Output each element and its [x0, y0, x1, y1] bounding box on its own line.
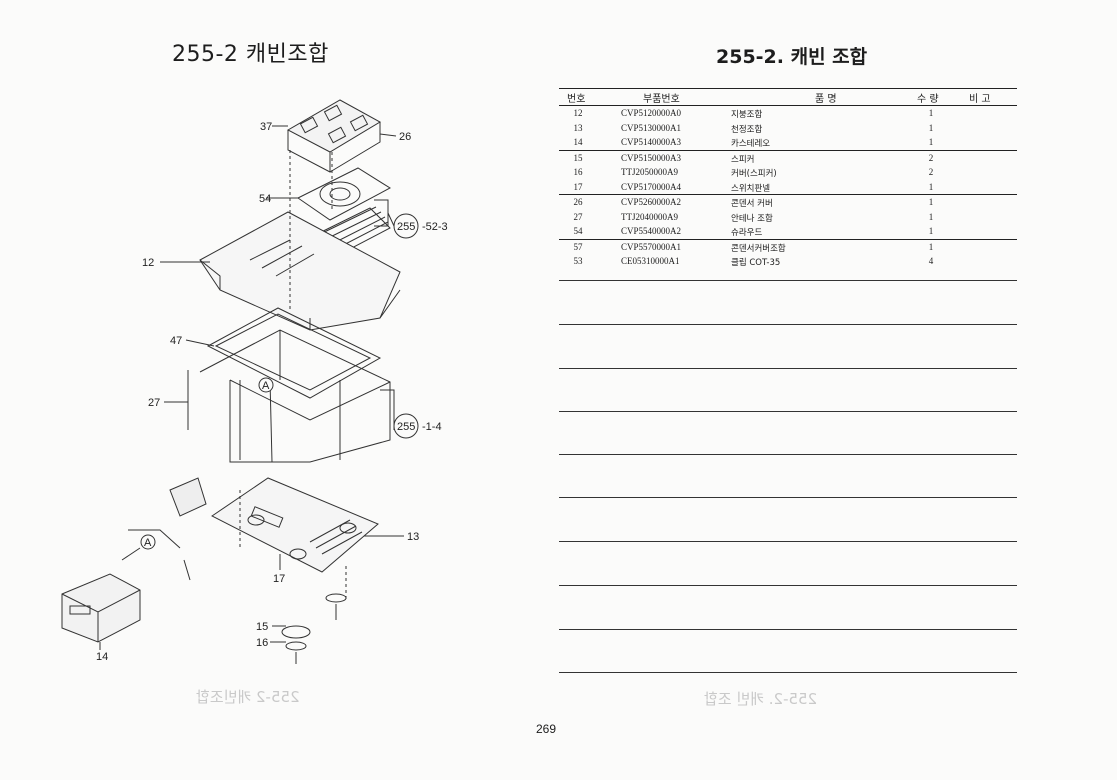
row-quantity: 1: [928, 108, 934, 118]
callout-47: 47: [170, 335, 182, 347]
row-part-number: TTJ2050000A9: [621, 167, 678, 177]
table-rule: [559, 541, 1017, 542]
row-quantity: 4: [928, 256, 934, 266]
row-part-name: 스위치판넬: [731, 183, 771, 194]
row-quantity: 1: [928, 226, 934, 236]
table-rule: [559, 497, 1017, 498]
row-part-name: 클립 COT-35: [731, 258, 781, 268]
table-row: 26 CVP5260000A2 콘덴서 커버 1: [559, 194, 1017, 210]
table-rule: [559, 629, 1017, 630]
header-name: 품 명: [815, 94, 837, 105]
row-part-name: 안테나 조합: [731, 213, 773, 224]
bleed-through-text-right: 255-2. 캐빈 조합: [704, 690, 818, 708]
table-rule: [559, 411, 1017, 412]
row-part-name: 커버(스피커): [731, 169, 777, 179]
page-title-left: 255-2 캐빈조합: [172, 42, 329, 67]
row-part-number: CVP5130000A1: [621, 122, 682, 133]
row-part-name: 지붕조합: [731, 110, 763, 120]
row-quantity: 2: [928, 152, 934, 163]
table-rule: [559, 672, 1017, 673]
row-number: 54: [573, 226, 583, 236]
row-number: 16: [573, 167, 583, 177]
row-part-number: TTJ2040000A9: [621, 211, 678, 222]
callout-17: 17: [273, 573, 285, 585]
ref-suffix-label-2: -1-4: [422, 421, 442, 433]
callout-12: 12: [142, 257, 154, 269]
row-number: 14: [573, 137, 583, 147]
row-number: 17: [573, 181, 583, 192]
header-qty: 수 량: [917, 94, 939, 105]
row-part-name: 스피커: [731, 154, 755, 165]
row-part-name: 콘덴서 커버: [731, 199, 773, 209]
row-part-number: CE05310000A1: [621, 256, 680, 266]
page-title-right: 255-2. 캐빈 조합: [716, 46, 868, 68]
row-part-name: 천정조합: [731, 124, 763, 135]
row-part-number: CVP5150000A3: [621, 152, 682, 163]
row-number: 12: [573, 108, 583, 118]
page-number: 269: [536, 722, 557, 736]
exploded-parts-diagram: 255 -52-3 255 -1-4 A A 37 26 54 12 47 27…: [61, 99, 448, 664]
table-rule: [559, 454, 1017, 455]
row-number: 13: [573, 122, 583, 133]
table-row: 15 CVP5150000A3 스피커 2: [559, 149, 1017, 166]
callout-27: 27: [148, 397, 160, 409]
row-quantity: 1: [928, 211, 934, 222]
row-part-number: CVP5170000A4: [621, 181, 682, 192]
ref-circle-label-2: 255: [397, 421, 415, 433]
row-part-name: 슈라우드: [731, 228, 763, 238]
row-quantity: 1: [928, 122, 934, 133]
row-quantity: 1: [928, 197, 934, 207]
table-rule: [559, 324, 1017, 325]
row-quantity: 1: [928, 241, 934, 252]
callout-37: 37: [260, 121, 272, 133]
row-part-number: CVP5570000A1: [621, 241, 682, 252]
row-part-name: 카스테레오: [731, 139, 771, 149]
callout-14: 14: [96, 651, 108, 663]
table-row: 14 CVP5140000A3 카스테레오 1: [559, 135, 1017, 150]
callout-26: 26: [399, 131, 411, 143]
callout-13: 13: [407, 531, 419, 543]
header-no: 번호: [567, 94, 586, 105]
row-part-number: CVP5540000A2: [621, 226, 682, 236]
row-part-number: CVP5140000A3: [621, 137, 682, 147]
table-row: 53 CE05310000A1 클립 COT-35 4: [559, 254, 1017, 269]
table-row: 13 CVP5130000A1 천정조합 1: [559, 121, 1017, 136]
row-quantity: 1: [928, 137, 934, 147]
table-rule: [559, 368, 1017, 369]
table-row: 54 CVP5540000A2 슈라우드 1: [559, 224, 1017, 239]
row-number: 53: [573, 256, 583, 266]
row-part-number: CVP5260000A2: [621, 197, 682, 207]
callout-54: 54: [259, 193, 271, 205]
row-number: 15: [573, 152, 583, 163]
row-quantity: 2: [928, 167, 934, 177]
table-header: 번호 부품번호 품 명 수 량 비 고: [559, 88, 1017, 106]
table-row: 27 TTJ2040000A9 안테나 조합 1: [559, 210, 1017, 225]
row-number: 26: [573, 197, 583, 207]
row-part-number: CVP5120000A0: [621, 108, 682, 118]
row-quantity: 1: [928, 181, 934, 192]
table-rule: [559, 585, 1017, 586]
ref-circle-label-1: 255: [397, 221, 415, 233]
row-number: 27: [573, 211, 583, 222]
mark-a-label-2: A: [144, 537, 152, 549]
table-row: 16 TTJ2050000A9 커버(스피커) 2: [559, 165, 1017, 180]
row-part-name: 콘덴서커버조합: [731, 243, 786, 254]
header-remark: 비 고: [969, 94, 991, 105]
callout-15: 15: [256, 621, 268, 633]
table-row: 17 CVP5170000A4 스위치판넬 1: [559, 180, 1017, 195]
callout-16: 16: [256, 637, 268, 649]
table-row: 12 CVP5120000A0 지붕조합 1: [559, 106, 1017, 121]
table-row: 57 CVP5570000A1 콘덴서커버조합 1: [559, 238, 1017, 255]
row-number: 57: [573, 241, 583, 252]
ref-suffix-label-1: -52-3: [422, 221, 448, 233]
mark-a-label-1: A: [262, 380, 270, 392]
table-rule: [559, 280, 1017, 281]
header-part-no: 부품번호: [643, 94, 680, 105]
